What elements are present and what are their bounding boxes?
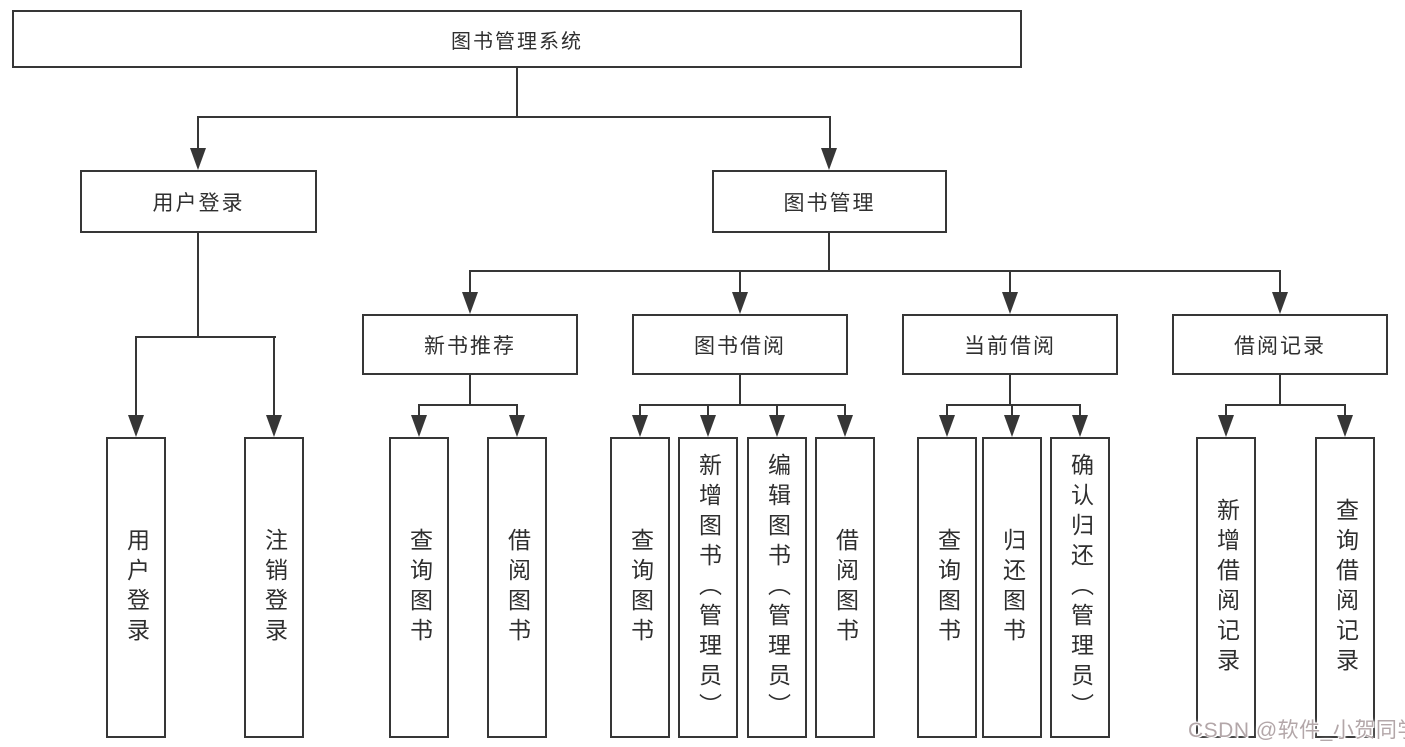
node-label: 新增借阅记录: [1213, 497, 1240, 678]
node-borrow-record: 借阅记录: [1172, 314, 1388, 375]
connector-line: [1279, 375, 1281, 406]
node-leaf-return-books: 归还图书: [982, 437, 1042, 738]
node-label: 新增图书（管理员）: [695, 452, 722, 723]
node-label: 借阅图书: [832, 527, 859, 648]
node-label: 用户登录: [152, 191, 245, 215]
node-label: 图书借阅: [694, 334, 786, 358]
node-leaf-query-books-3: 查询图书: [917, 437, 977, 738]
arrow-down-icon: [1272, 292, 1288, 314]
connector-line: [946, 404, 1081, 406]
connector-line: [776, 404, 778, 418]
arrow-down-icon: [1002, 292, 1018, 314]
node-label: 查询图书: [934, 527, 961, 648]
node-label: 查询图书: [627, 527, 654, 648]
node-label: 用户登录: [123, 527, 150, 648]
connector-line: [946, 404, 948, 418]
node-label: 图书管理系统: [451, 30, 583, 53]
arrow-down-icon: [732, 292, 748, 314]
connector-line: [1225, 404, 1227, 418]
node-leaf-edit-books-admin: 编辑图书（管理员）: [747, 437, 807, 738]
node-label: 查询借阅记录: [1332, 497, 1359, 678]
node-current-borrow: 当前借阅: [902, 314, 1118, 375]
connector-line: [197, 116, 831, 118]
node-leaf-query-books-2: 查询图书: [610, 437, 670, 738]
connector-line: [739, 375, 741, 406]
node-leaf-query-books-1: 查询图书: [389, 437, 449, 738]
node-label: 注销登录: [261, 527, 288, 648]
connector-line: [418, 404, 420, 418]
connector-line: [197, 116, 199, 154]
node-new-book-recommend: 新书推荐: [362, 314, 578, 375]
connector-line: [135, 336, 276, 338]
arrow-down-icon: [837, 415, 853, 437]
connector-line: [739, 270, 741, 296]
connector-line: [516, 404, 518, 418]
connector-line: [844, 404, 846, 418]
arrow-down-icon: [1004, 415, 1020, 437]
connector-line: [469, 375, 471, 406]
connector-line: [829, 116, 831, 154]
connector-line: [1009, 270, 1011, 296]
arrow-down-icon: [411, 415, 427, 437]
arrow-down-icon: [1218, 415, 1234, 437]
arrow-down-icon: [700, 415, 716, 437]
node-label: 编辑图书（管理员）: [764, 452, 791, 723]
arrow-down-icon: [462, 292, 478, 314]
connector-line: [516, 68, 518, 117]
node-leaf-confirm-return-admin: 确认归还（管理员）: [1050, 437, 1110, 738]
node-user-login: 用户登录: [80, 170, 317, 233]
connector-line: [639, 404, 846, 406]
connector-line: [1344, 404, 1346, 418]
connector-line: [135, 336, 137, 418]
arrow-down-icon: [1072, 415, 1088, 437]
node-leaf-borrow-books-2: 借阅图书: [815, 437, 875, 738]
node-label: 借阅图书: [504, 527, 531, 648]
connector-line: [639, 404, 641, 418]
node-leaf-borrow-books-1: 借阅图书: [487, 437, 547, 738]
arrow-down-icon: [509, 415, 525, 437]
node-leaf-user-login: 用户登录: [106, 437, 166, 738]
arrow-down-icon: [1337, 415, 1353, 437]
node-label: 确认归还（管理员）: [1067, 452, 1094, 723]
node-label: 查询图书: [406, 527, 433, 648]
node-label: 借阅记录: [1234, 334, 1326, 358]
connector-line: [469, 270, 471, 296]
arrow-down-icon: [632, 415, 648, 437]
connector-line: [1009, 375, 1011, 406]
node-library-management-system: 图书管理系统: [12, 10, 1022, 68]
connector-line: [1011, 404, 1013, 418]
node-leaf-add-borrow-record: 新增借阅记录: [1196, 437, 1256, 738]
connector-line: [1279, 270, 1281, 296]
arrow-down-icon: [190, 148, 206, 170]
connector-line: [197, 233, 199, 338]
node-leaf-add-books-admin: 新增图书（管理员）: [678, 437, 738, 738]
node-label: 当前借阅: [964, 334, 1056, 358]
connector-line: [828, 233, 830, 272]
arrow-down-icon: [939, 415, 955, 437]
connector-line: [273, 336, 275, 418]
arrow-down-icon: [128, 415, 144, 437]
arrow-down-icon: [266, 415, 282, 437]
node-book-borrow: 图书借阅: [632, 314, 848, 375]
node-label: 新书推荐: [424, 334, 516, 358]
node-label: 图书管理: [783, 191, 876, 215]
csdn-watermark: CSDN @软件_小贺同学: [1188, 719, 1405, 742]
connector-line: [707, 404, 709, 418]
arrow-down-icon: [769, 415, 785, 437]
connector-line: [469, 270, 1281, 272]
node-label: 归还图书: [999, 527, 1026, 648]
node-leaf-logout: 注销登录: [244, 437, 304, 738]
arrow-down-icon: [821, 148, 837, 170]
connector-line: [1079, 404, 1081, 418]
connector-line: [1225, 404, 1346, 406]
node-book-management: 图书管理: [712, 170, 947, 233]
connector-line: [418, 404, 518, 406]
node-leaf-query-borrow-record: 查询借阅记录: [1315, 437, 1375, 738]
